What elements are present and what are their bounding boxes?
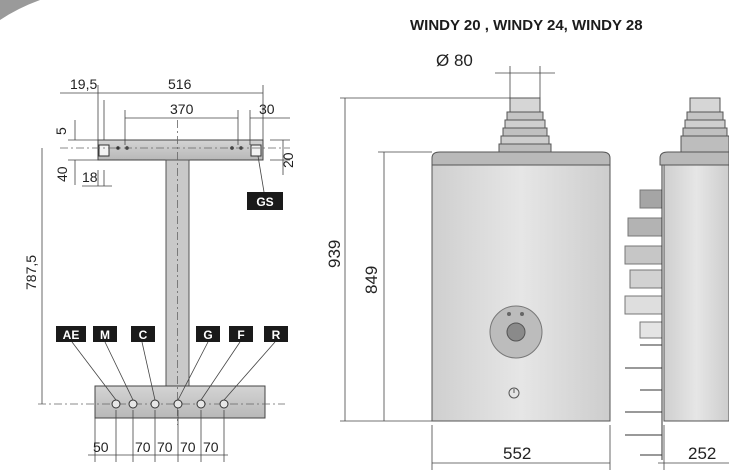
diameter-label: Ø 80	[436, 51, 473, 70]
spacing-70-3: 70	[180, 439, 196, 455]
hole-g	[173, 399, 183, 409]
dim-30: 30	[259, 101, 275, 117]
badge-m	[93, 326, 117, 342]
dim-18: 18	[82, 169, 98, 185]
badge-gs-label: GS	[256, 195, 273, 209]
hole-r	[219, 399, 229, 409]
hole-f	[196, 399, 206, 409]
badge-g	[196, 326, 220, 342]
boiler-front-view	[340, 66, 611, 470]
spacing-70-4: 70	[203, 439, 219, 455]
bracket-stem	[165, 159, 190, 387]
dim-787-5: 787,5	[23, 255, 39, 290]
hole-m	[128, 399, 138, 409]
dim-552: 552	[503, 444, 531, 463]
left-slot	[98, 144, 110, 157]
hole-ae	[111, 399, 121, 409]
badge-ae	[56, 326, 86, 342]
hole-c	[150, 399, 160, 409]
dim-20: 20	[280, 152, 296, 168]
dim-849: 849	[362, 266, 381, 294]
spacing-70-1: 70	[135, 439, 151, 455]
badge-c-label: C	[139, 328, 148, 342]
product-title: WINDY 20 , WINDY 24, WINDY 28	[410, 17, 643, 34]
dim-370: 370	[170, 101, 194, 117]
dim-939: 939	[325, 240, 344, 268]
dim-252: 252	[688, 444, 716, 463]
badge-m-label: M	[100, 328, 110, 342]
right-slot	[250, 144, 262, 157]
dim-5: 5	[53, 127, 69, 135]
badge-g-label: G	[203, 328, 212, 342]
badge-r	[264, 326, 288, 342]
boiler-side-view	[624, 97, 729, 470]
badge-c	[131, 326, 155, 342]
corner-swoosh	[0, 0, 40, 20]
dim-19-5: 19,5	[70, 76, 97, 92]
dim-516: 516	[168, 76, 192, 92]
dim-40: 40	[54, 166, 70, 182]
connection-badges: AE M C G F R	[56, 326, 288, 342]
spacing-50: 50	[93, 439, 109, 455]
badge-ae-label: AE	[63, 328, 80, 342]
bracket-drawing	[38, 85, 290, 462]
badge-f	[229, 326, 253, 342]
badge-r-label: R	[272, 328, 281, 342]
pressure-gauge	[508, 387, 520, 399]
boiler-body	[431, 164, 611, 422]
badge-f-label: F	[237, 328, 244, 342]
spacing-70-2: 70	[157, 439, 173, 455]
badge-gs	[247, 192, 283, 210]
